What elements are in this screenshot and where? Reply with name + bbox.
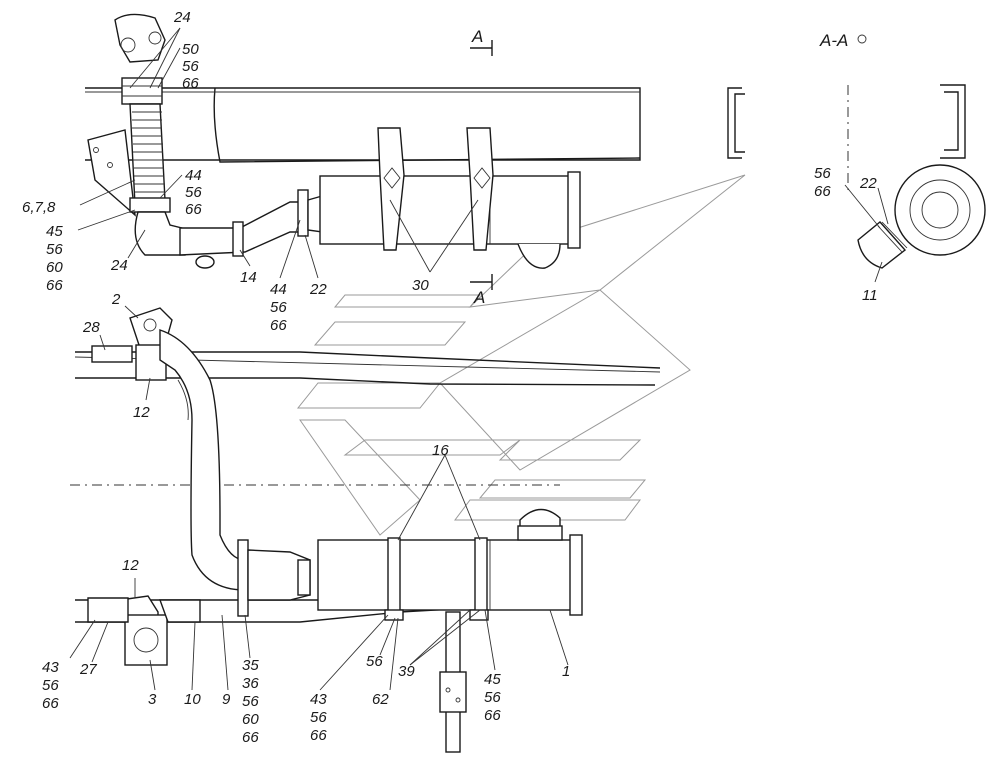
watermark-logo [296, 174, 746, 536]
bottom-label-45: 45 [484, 671, 501, 688]
bottom-label-9: 9 [222, 691, 231, 708]
top-label-66c: 66 [46, 277, 63, 294]
top-label-22: 22 [309, 281, 327, 298]
bottom-view-lower-elbow [87, 595, 201, 666]
bottom-view-long-pipe [159, 329, 246, 591]
top-label-45: 45 [46, 223, 63, 240]
section-arrow-top [470, 40, 493, 290]
top-label-60: 60 [46, 259, 63, 276]
top-view-flex-hose [129, 103, 171, 213]
bottom-label-60: 60 [242, 711, 259, 728]
top-label-56c: 56 [46, 241, 63, 258]
top-view-elbow-pipe [114, 13, 166, 105]
bottom-label-43b: 43 [310, 691, 327, 708]
top-label-56d: 56 [270, 299, 287, 316]
bottom-label-2: 2 [111, 291, 121, 308]
section-mark-bottom: A [473, 288, 485, 307]
top-label-66a: 66 [182, 75, 199, 92]
bottom-view-muffler [237, 508, 583, 753]
bottom-label-39: 39 [398, 663, 415, 680]
bottom-label-56c: 56 [310, 709, 327, 726]
bottom-label-56d: 56 [366, 653, 383, 670]
bottom-label-35: 35 [242, 657, 259, 674]
section-title-circle-icon [857, 34, 867, 44]
bottom-label-36: 36 [242, 675, 259, 692]
top-view-bracket [87, 129, 136, 217]
section-view [727, 84, 986, 283]
bottom-label-27: 27 [79, 661, 97, 678]
bottom-label-66b: 66 [242, 729, 259, 746]
top-label-44a: 44 [185, 167, 202, 184]
bottom-label-12b: 12 [122, 557, 139, 574]
top-label-14: 14 [240, 269, 257, 286]
top-view-leaders [77, 27, 479, 279]
bottom-label-66e: 66 [484, 707, 501, 724]
top-view-muffler [319, 127, 581, 269]
section-label-56: 56 [814, 165, 831, 182]
bottom-label-62: 62 [372, 691, 389, 708]
top-label-50: 50 [182, 41, 199, 58]
top-label-66b: 66 [185, 201, 202, 218]
bottom-label-43a: 43 [42, 659, 59, 676]
top-view-lower-pipe [134, 189, 323, 269]
bottom-view-leaders [69, 305, 569, 691]
top-label-44b: 44 [270, 281, 287, 298]
section-mark-top: A [471, 27, 483, 46]
top-label-56a: 56 [182, 58, 199, 75]
bottom-label-56a: 56 [42, 677, 59, 694]
section-title: A-A [819, 31, 848, 50]
top-label-6-7-8: 6,7,8 [22, 199, 56, 216]
top-label-56b: 56 [185, 184, 202, 201]
bottom-label-56b: 56 [242, 693, 259, 710]
top-view-frame-rail [85, 87, 641, 163]
bottom-label-66c: 66 [310, 727, 327, 744]
top-label-66d: 66 [270, 317, 287, 334]
bottom-label-1: 1 [562, 663, 570, 680]
bottom-label-3: 3 [148, 691, 157, 708]
bottom-label-16: 16 [432, 442, 449, 459]
bottom-label-10: 10 [184, 691, 201, 708]
bottom-label-28: 28 [82, 319, 100, 336]
bottom-label-56e: 56 [484, 689, 501, 706]
bottom-label-66a: 66 [42, 695, 59, 712]
bottom-label-12a: 12 [133, 404, 150, 421]
top-label-30: 30 [412, 277, 429, 294]
top-label-24b: 24 [110, 257, 128, 274]
top-label-24a: 24 [173, 9, 191, 26]
section-label-11: 11 [862, 287, 878, 304]
section-label-66: 66 [814, 183, 831, 200]
section-label-22: 22 [859, 175, 877, 192]
